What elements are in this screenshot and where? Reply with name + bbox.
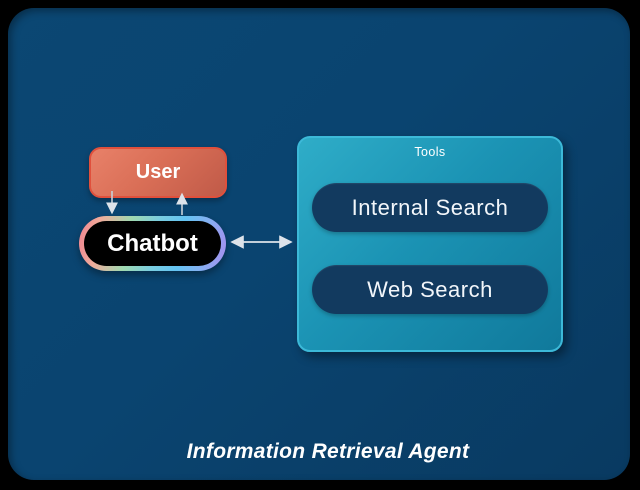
- tools-group-label: Tools: [414, 145, 446, 159]
- tool-internal-search-label: Internal Search: [351, 194, 509, 220]
- chatbot-node-body: Chatbot: [84, 221, 221, 266]
- diagram-title: Information Retrieval Agent: [186, 440, 470, 463]
- tool-web-search: Web Search: [312, 265, 548, 314]
- tool-web-search-label: Web Search: [367, 276, 493, 302]
- chatbot-node: Chatbot: [79, 216, 226, 271]
- user-node-label: User: [135, 161, 181, 183]
- diagram-canvas: User Chatbot Tools Internal Search Web S…: [8, 8, 630, 480]
- chatbot-node-label: Chatbot: [107, 229, 198, 257]
- tools-group: Tools Internal Search Web Search: [297, 136, 563, 352]
- tool-internal-search: Internal Search: [312, 183, 548, 232]
- user-node: User: [89, 147, 227, 198]
